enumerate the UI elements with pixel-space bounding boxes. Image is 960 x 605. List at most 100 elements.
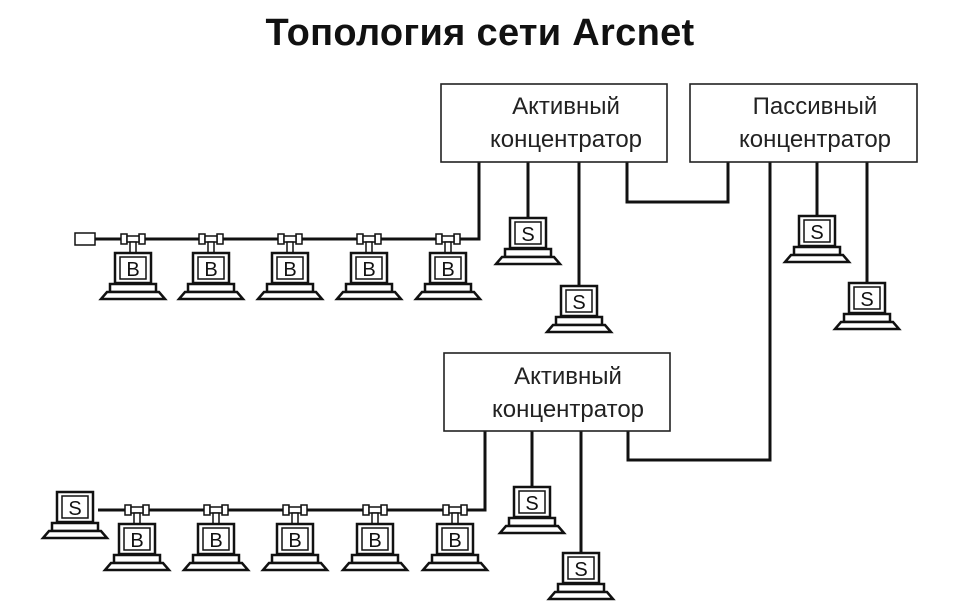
t-connector-left (282, 504, 290, 516)
base (334, 290, 404, 301)
t-connector (124, 504, 150, 525)
t-connector-left (124, 504, 132, 516)
hub-active-bottom: Активный концентратор (443, 352, 671, 432)
t-connector-stem (371, 512, 379, 525)
monitor-screen (565, 289, 593, 313)
t-connector-left (203, 504, 211, 516)
station-label: S (574, 559, 587, 581)
t-connector-left (356, 233, 364, 245)
top-bus-cable (95, 162, 481, 241)
station-label: B (126, 259, 139, 281)
bus-station: B (255, 251, 325, 301)
monitor-screen (803, 219, 831, 243)
t-connector (198, 233, 224, 254)
station-label: S (521, 224, 534, 246)
t-connector (442, 504, 468, 525)
station-label: B (283, 259, 296, 281)
t-connector-left (198, 233, 206, 245)
t-connector-left (362, 504, 370, 516)
t-connector-right (453, 233, 461, 245)
base (255, 290, 325, 301)
base (544, 323, 614, 334)
monitor-screen (434, 256, 462, 280)
t-connector-right (300, 504, 308, 516)
t-connector-right (295, 233, 303, 245)
base (40, 529, 110, 540)
monitor-screen (567, 556, 595, 580)
monitor-screen (514, 221, 542, 245)
star-station: S (497, 485, 567, 535)
station-label: B (130, 530, 143, 552)
monitor-screen (853, 286, 881, 310)
t-connector-body (204, 235, 218, 243)
t-connector-body (130, 506, 144, 514)
t-connector-stem (291, 512, 299, 525)
t-connector-right (216, 233, 224, 245)
base (340, 561, 410, 572)
t-connector-stem (451, 512, 459, 525)
hub-label-line2: концентратор (739, 126, 891, 153)
star-drops (526, 162, 869, 553)
bus-station: B (260, 522, 330, 572)
base (181, 561, 251, 572)
bus-end-station: S (40, 490, 110, 540)
t-connector (277, 233, 303, 254)
t-connector-body (441, 235, 455, 243)
t-connector-right (380, 504, 388, 516)
base (497, 524, 567, 535)
monitor-screen (119, 256, 147, 280)
hub-passive: Пассивный концентратор (689, 83, 918, 163)
base (98, 290, 168, 301)
base (102, 561, 172, 572)
bus-station: B (176, 251, 246, 301)
bus-station: B (181, 522, 251, 572)
station-label: S (860, 289, 873, 311)
t-connector-stem (129, 241, 137, 254)
bus-station: B (102, 522, 172, 572)
bus-station: B (420, 522, 490, 572)
hub-active-top: Активный концентратор (440, 83, 668, 163)
monitor-screen (361, 527, 389, 551)
monitor-screen (355, 256, 383, 280)
hub-box (443, 352, 671, 432)
hub-box (689, 83, 918, 163)
t-connector-body (126, 235, 140, 243)
t-connector-stem (133, 512, 141, 525)
station-label: B (209, 530, 222, 552)
station-label: S (68, 498, 81, 520)
monitor-screen (441, 527, 469, 551)
bus-station: B (413, 251, 483, 301)
base (546, 590, 616, 601)
monitor-screen (281, 527, 309, 551)
hub-label-line1: Пассивный (753, 93, 878, 120)
link-passive-to-active-bottom (626, 162, 772, 462)
t-connector-body (362, 235, 376, 243)
top-bus (74, 162, 481, 246)
t-connector (120, 233, 146, 254)
t-connector-right (142, 504, 150, 516)
t-connector-right (460, 504, 468, 516)
link-active-top-to-passive (625, 162, 730, 204)
bus-station: B (340, 522, 410, 572)
star-station: S (544, 284, 614, 334)
hub-label-line1: Активный (512, 93, 620, 120)
t-connector-stem (365, 241, 373, 254)
station-label: B (288, 530, 301, 552)
hub-label-line2: концентратор (490, 126, 642, 153)
star-station: S (546, 551, 616, 601)
monitor-screen (123, 527, 151, 551)
bus-station: B (98, 251, 168, 301)
monitor-screen (518, 490, 546, 514)
t-connector (435, 233, 461, 254)
t-connector-stem (286, 241, 294, 254)
t-connector (362, 504, 388, 525)
hub-links (625, 162, 772, 462)
t-connector-left (120, 233, 128, 245)
t-connector-body (288, 506, 302, 514)
station-label: B (441, 259, 454, 281)
monitor-screen (61, 495, 89, 519)
t-connector-body (448, 506, 462, 514)
station-label: B (448, 530, 461, 552)
station-label: S (525, 493, 538, 515)
